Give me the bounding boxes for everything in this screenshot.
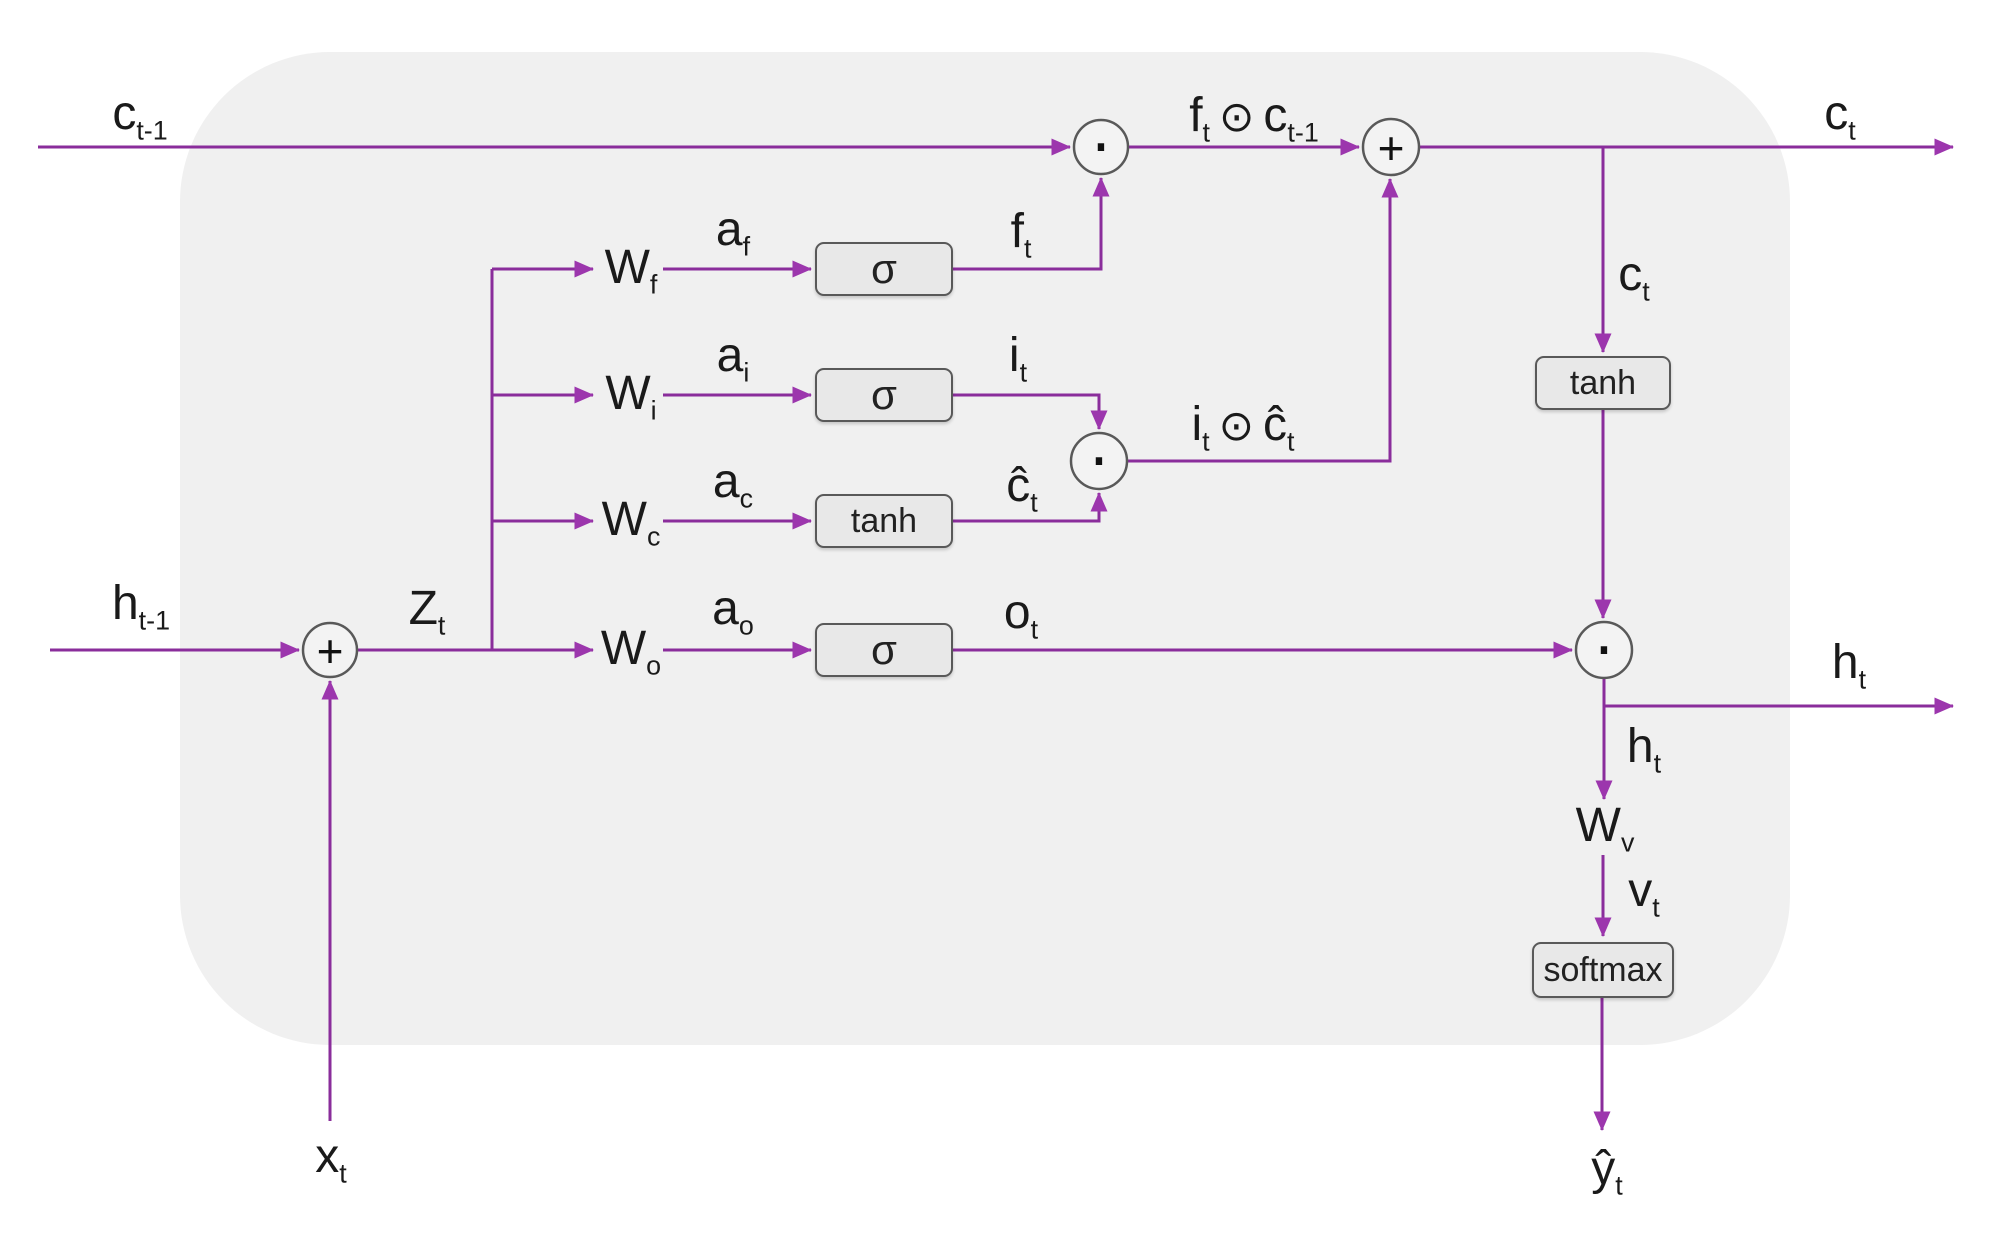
candidate-tanh-label: tanh <box>850 501 918 540</box>
label-prediction: ŷt <box>1591 1141 1623 1201</box>
label-candidate-weight: Wc <box>601 492 661 552</box>
label-projection: vt <box>1628 863 1660 923</box>
candidate-tanh-box: tanh <box>815 494 953 548</box>
label-projection-weight: Wv <box>1575 798 1635 858</box>
softmax-box: softmax <box>1532 942 1674 998</box>
label-cell-state-out: ct <box>1824 86 1856 146</box>
label-output-weight: Wo <box>600 621 662 681</box>
label-z: Zt <box>408 581 446 641</box>
forget-gate-sigmoid-box: σ <box>815 242 953 296</box>
label-input-gate: it <box>1008 328 1028 388</box>
cell-sum-operator: + <box>1377 122 1405 174</box>
label-candidate: ĉt <box>1006 458 1038 518</box>
input-gate-sigmoid-box: σ <box>815 368 953 422</box>
state-tanh-box: tanh <box>1535 356 1671 410</box>
label-input-weight: Wi <box>605 366 657 426</box>
output-mult-operator: · <box>1594 614 1614 687</box>
label-prev-cell-state: ct-1 <box>112 86 168 146</box>
input-mult-operator: · <box>1089 425 1109 498</box>
label-forget-gate: ft <box>1010 204 1032 264</box>
input-gate-sigmoid-label: σ <box>871 371 897 418</box>
input-sum-node <box>301 621 359 679</box>
label-output-activation: ao <box>712 581 754 641</box>
output-gate-sigmoid-box: σ <box>815 623 953 677</box>
cell-sum-node <box>1361 117 1421 177</box>
label-output-gate: ot <box>1003 585 1039 645</box>
label-x-input: xt <box>315 1129 347 1189</box>
wire-forget-gate-out <box>953 177 1110 271</box>
input-sum-operator: + <box>316 625 344 677</box>
label-forget-activation: af <box>715 202 751 262</box>
wire-candidate-out <box>953 492 1108 523</box>
state-tanh-label: tanh <box>1569 363 1637 402</box>
output-mult-node <box>1574 620 1634 680</box>
label-input-product: it⊙ĉt <box>1191 397 1295 457</box>
wire-input-gate-out <box>953 393 1108 430</box>
label-hidden-branch: ht <box>1626 719 1662 779</box>
forget-gate-sigmoid-label: σ <box>871 245 897 292</box>
label-candidate-activation: ac <box>712 454 754 514</box>
lstm-cell-body <box>180 52 1790 1045</box>
label-input-activation: ai <box>716 328 750 388</box>
label-prev-hidden: ht-1 <box>111 576 171 636</box>
label-hidden-out: ht <box>1831 635 1867 695</box>
input-mult-node <box>1069 431 1129 491</box>
forget-mult-node <box>1072 118 1130 176</box>
label-forget-weight: Wf <box>604 240 658 300</box>
wire-input-product <box>1127 178 1399 463</box>
softmax-label: softmax <box>1543 950 1663 989</box>
label-cell-state-branch: ct <box>1618 247 1650 307</box>
output-gate-sigmoid-label: σ <box>871 626 897 673</box>
label-forget-product: ft⊙ct-1 <box>1189 88 1319 148</box>
forget-mult-operator: · <box>1091 111 1111 184</box>
